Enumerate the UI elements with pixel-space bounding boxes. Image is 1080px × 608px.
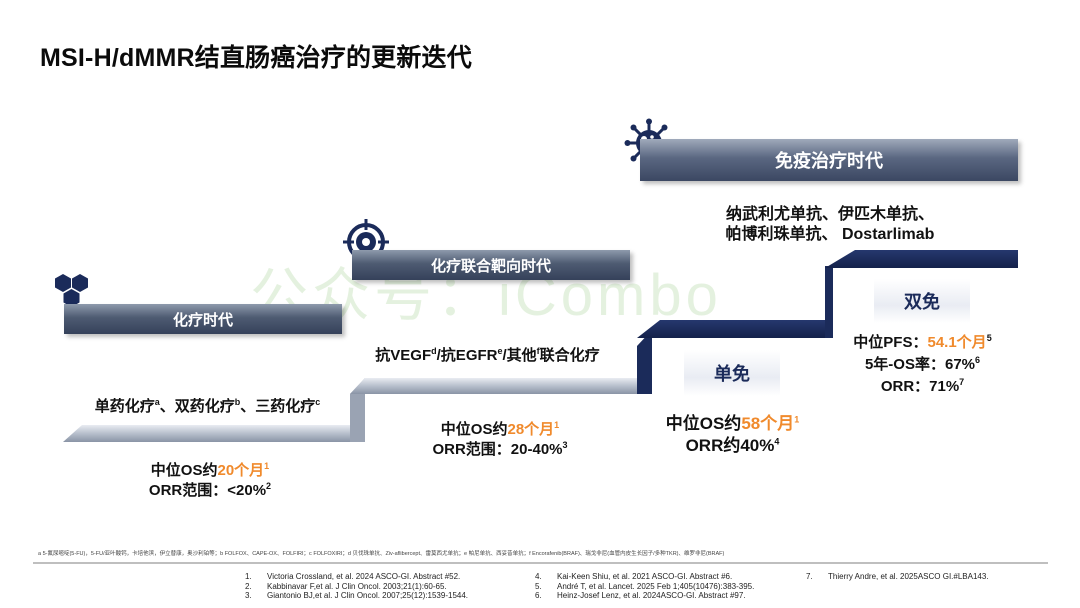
step-1 — [63, 425, 350, 442]
banner-chemo-target-era: 化疗联合靶向时代 — [352, 250, 630, 280]
dual-label: 双免 — [874, 279, 970, 323]
references-col3: 7.Thierry Andre, et al. 2025ASCO GI.#LBA… — [806, 572, 989, 582]
references-col2: 4.Kai-Keen Shiu, et al. 2021 ASCO-GI. Ab… — [535, 572, 754, 601]
references-col1: 1.Victoria Crossland, et al. 2024 ASCO-G… — [245, 572, 468, 601]
riser-2 — [637, 330, 652, 394]
reference-item: 4.Kai-Keen Shiu, et al. 2021 ASCO-GI. Ab… — [535, 572, 733, 581]
riser-3 — [825, 266, 833, 338]
banner-immuno-era: 免疫治疗时代 — [640, 139, 1018, 181]
mono-orr: ORR约40%4 — [685, 436, 780, 455]
reference-item: 3.Giantonio BJ,et al. J Clin Oncol. 2007… — [245, 591, 469, 600]
chemo-target-orr: ORR范围：20-40%3 — [432, 440, 568, 458]
reference-item: 6.Heinz-Josef Lenz, et al. 2024ASCO-GI. … — [535, 591, 746, 600]
mono-os: 中位OS约58个月1 — [665, 414, 800, 433]
step-4 — [825, 250, 1018, 268]
reference-item: 5.André T, et al. Lancet. 2025 Feb 1;405… — [535, 581, 755, 591]
dual-orr: ORR：71%7 — [880, 377, 965, 395]
banner-chemo-era: 化疗时代 — [64, 304, 342, 334]
dual-os5: 5年-OS率：67%6 — [864, 355, 981, 373]
chemo-target-regimens: 抗VEGFd/抗EGFRe/其他f联合化疗 — [375, 346, 600, 364]
chemo-target-os: 中位OS约28个月1 — [440, 420, 560, 438]
mono-label: 单免 — [684, 350, 780, 396]
reference-item: 1.Victoria Crossland, et al. 2024 ASCO-G… — [245, 572, 461, 581]
dual-pfs: 中位PFS：54.1个月5 — [853, 333, 992, 351]
immuno-drugs-line2: 帕博利珠单抗、 Dostarlimab — [725, 226, 935, 243]
immuno-drugs-line1: 纳武利尤单抗、伊匹木单抗、 — [725, 206, 934, 223]
chemo-os: 中位OS约20个月1 — [150, 461, 270, 479]
reference-item: 7.Thierry Andre, et al. 2025ASCO GI.#LBA… — [806, 572, 989, 581]
chemo-orr: ORR范围：<20%2 — [148, 481, 272, 499]
page-title: MSI-H/dMMR结直肠癌治疗的更新迭代 — [40, 44, 472, 72]
step-2 — [350, 378, 637, 394]
reference-item: 2.Kabbinavar F,et al. J Clin Oncol. 2003… — [245, 581, 447, 591]
abbreviation-footnote: a 5-氟尿嘧啶(5-FU)，5-FU/亚叶酸钙，卡培他滨，伊立替康，奥沙利铂等… — [38, 551, 725, 557]
step-3 — [637, 320, 825, 338]
chemo-regimens: 单药化疗a、双药化疗b、三药化疗c — [94, 397, 321, 415]
